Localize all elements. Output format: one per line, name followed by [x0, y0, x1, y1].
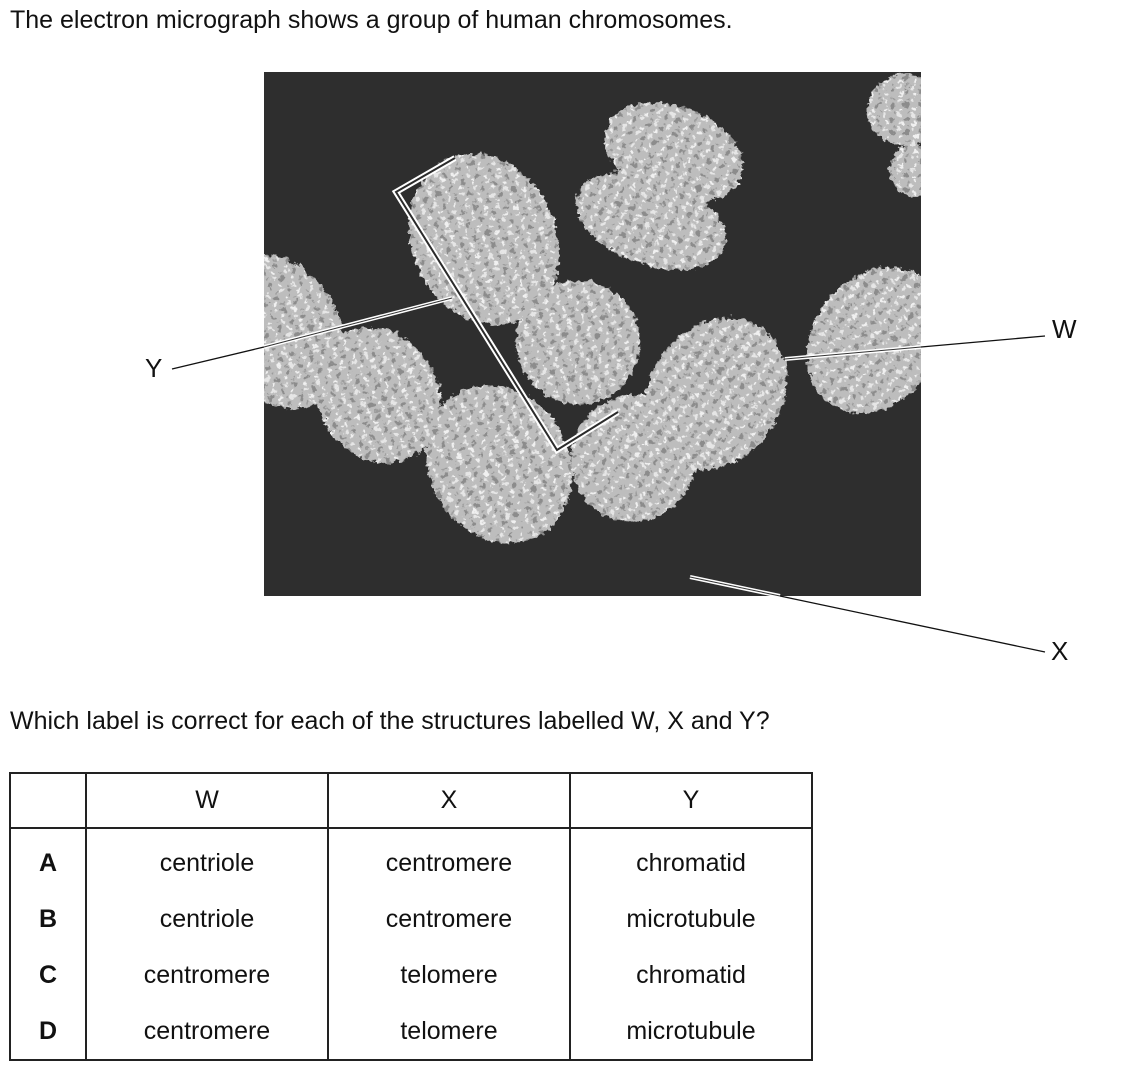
cell-w: centromere	[85, 947, 329, 1003]
option-letter: C	[9, 947, 87, 1003]
bracket-marker	[391, 155, 620, 455]
label-line-y	[171, 296, 453, 370]
cell-y: chromatid	[569, 947, 813, 1003]
header-option	[9, 772, 87, 829]
table-row[interactable]: D centromere telomere microtubule	[9, 1003, 813, 1061]
cell-x: telomere	[327, 1003, 571, 1061]
cell-x: telomere	[327, 947, 571, 1003]
question-text: Which label is correct for each of the s…	[10, 707, 770, 735]
label-y: Y	[145, 353, 163, 383]
cell-y: microtubule	[569, 891, 813, 947]
table-row[interactable]: C centromere telomere chromatid	[9, 947, 813, 1003]
chromosome-right-long	[571, 267, 921, 522]
label-x: X	[1051, 636, 1069, 666]
chromosome-bracketed	[408, 153, 641, 405]
chromosome-partial-top-right	[867, 74, 921, 196]
answer-table: W X Y A centriole centromere chromatid B…	[9, 772, 813, 1061]
cell-y: microtubule	[569, 1003, 813, 1061]
option-letter: D	[9, 1003, 87, 1061]
cell-w: centromere	[85, 1003, 329, 1061]
label-w: W	[1052, 314, 1077, 344]
chromosome-top-middle	[576, 102, 744, 270]
table-row[interactable]: B centriole centromere microtubule	[9, 891, 813, 947]
intro-text: The electron micrograph shows a group of…	[10, 6, 733, 34]
label-line-x	[689, 575, 1046, 653]
table-header-row: W X Y	[9, 772, 813, 829]
table-row[interactable]: A centriole centromere chromatid	[9, 828, 813, 891]
cell-y: chromatid	[569, 828, 813, 891]
chromosome-left-long	[264, 254, 573, 544]
cell-w: centriole	[85, 828, 329, 891]
header-y: Y	[569, 772, 813, 829]
chromosome-micrograph-figure	[171, 72, 1046, 653]
cell-w: centriole	[85, 891, 329, 947]
label-line-w	[784, 335, 1046, 361]
option-letter: B	[9, 891, 87, 947]
cell-x: centromere	[327, 828, 571, 891]
header-w: W	[85, 772, 329, 829]
header-x: X	[327, 772, 571, 829]
cell-x: centromere	[327, 891, 571, 947]
option-letter: A	[9, 828, 87, 891]
